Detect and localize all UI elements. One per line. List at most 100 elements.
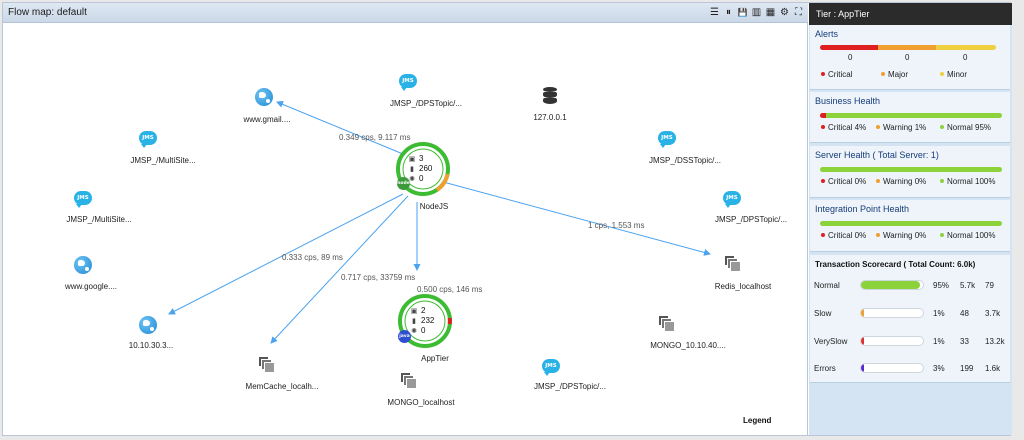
- globe-icon[interactable]: [255, 88, 273, 106]
- jms-icon[interactable]: JMS: [139, 131, 157, 148]
- list-view-icon[interactable]: ☰: [710, 7, 719, 18]
- edge-label-apptier: 0.500 cps, 146 ms: [417, 285, 483, 294]
- business-critical-legend: Critical 4%: [821, 123, 866, 132]
- server-health-title: Server Health ( Total Server: 1): [815, 150, 939, 160]
- integration-health-bar: [820, 221, 1002, 226]
- server-normal-legend: Normal 100%: [940, 177, 995, 186]
- node-label-db: 127.0.0.1: [533, 113, 567, 122]
- globe-icon[interactable]: [139, 316, 157, 334]
- server-stack-icon[interactable]: [658, 315, 676, 333]
- scorecard-fill: [861, 364, 864, 372]
- server-stack-icon[interactable]: [724, 255, 742, 273]
- jms-icon[interactable]: JMS: [658, 131, 676, 148]
- business-health-title: Business Health: [815, 96, 881, 106]
- server-health-section: Server Health ( Total Server: 1) Critica…: [810, 146, 1010, 198]
- scorecard-title: Transaction Scorecard ( Total Count: 6.0…: [815, 260, 976, 269]
- server-critical-legend: Critical 0%: [821, 177, 866, 186]
- scorecard-fill: [861, 309, 864, 317]
- tier-alerts: 3: [419, 154, 424, 163]
- scorecard-fill: [861, 337, 864, 345]
- integration-health-title: Integration Point Health: [815, 204, 910, 214]
- alert-icon: ▣: [408, 155, 416, 163]
- scorecard-row-normal[interactable]: Normal 95% 5.7k 79: [814, 280, 994, 290]
- fullscreen-icon[interactable]: ⛶: [795, 7, 802, 18]
- node-label-mongo-local: MONGO_localhost: [387, 398, 455, 407]
- alerts-critical-count: 0: [848, 53, 853, 62]
- flow-map-canvas[interactable]: 0.349 cps, 9.117 ms 1 cps, 1.553 ms 0.33…: [3, 24, 808, 435]
- integration-normal-legend: Normal 100%: [940, 231, 995, 240]
- transaction-scorecard-section: Transaction Scorecard ( Total Count: 6.0…: [810, 255, 1010, 383]
- node-label-memcache: MemCache_localh...: [245, 382, 319, 391]
- jms-icon[interactable]: JMS: [723, 191, 741, 208]
- jms-icon[interactable]: JMS: [74, 191, 92, 208]
- tier-node-apptier[interactable]: ▣2 ▮232 ✺0 java: [396, 292, 454, 350]
- edge-label-memcache: 0.717 cps, 33759 ms: [341, 273, 416, 282]
- node-label-mongo-10: MONGO_10.10.40....: [650, 341, 726, 350]
- alerts-title: Alerts: [815, 29, 839, 39]
- bar-view-icon[interactable]: ▥: [751, 7, 762, 18]
- settings-icon[interactable]: ⚙: [780, 7, 789, 18]
- integration-health-section: Integration Point Health Critical 0% War…: [810, 200, 1010, 252]
- scorecard-row-errors[interactable]: Errors 3% 199 1.6k: [814, 363, 1001, 373]
- server-stack-icon[interactable]: [400, 372, 418, 390]
- alerts-critical-legend: Critical: [821, 70, 852, 79]
- node-label-jms-dps-top: JMSP_/DPSTopic/...: [389, 99, 463, 108]
- app-window: Flow map: default ☰ ⏸ 💾 ▥ ▦ ⚙ ⛶: [2, 2, 1012, 436]
- edge-nodejs-ip[interactable]: [168, 193, 404, 315]
- edge-label-ip: 0.333 cps, 89 ms: [282, 253, 343, 262]
- server-health-bar: [820, 167, 1002, 172]
- integration-critical-legend: Critical 0%: [821, 231, 866, 240]
- scorecard-row-slow[interactable]: Slow 1% 48 3.7k: [814, 308, 1001, 318]
- tier-metrics: ▣3 ▮ 260 ✺ 0: [408, 154, 433, 184]
- tier-health-ring: [398, 294, 452, 348]
- jms-icon[interactable]: JMS: [542, 359, 560, 376]
- pause-icon[interactable]: ⏸: [726, 7, 731, 18]
- business-normal-legend: Normal 95%: [940, 123, 991, 132]
- database-icon[interactable]: [543, 87, 557, 107]
- tier-errors: 0: [419, 174, 424, 183]
- alerts-section: Alerts 0 0 0 Critical Major Minor: [810, 25, 1010, 90]
- bar-chart-icon: ▮: [410, 165, 414, 173]
- business-critical-bar: [820, 113, 826, 118]
- tier-calls: 260: [419, 164, 433, 173]
- edge-nodejs-memcache[interactable]: [270, 195, 409, 344]
- error-icon: ✺: [409, 175, 415, 183]
- scorecard-fill: [861, 281, 920, 289]
- edge-nodejs-gmail[interactable]: [276, 101, 404, 155]
- tier-details-panel: Tier : AppTier Alerts 0 0 0 Critical Maj…: [809, 3, 1012, 435]
- node-label-redis: Redis_localhost: [714, 282, 772, 291]
- error-icon: ✺: [411, 327, 417, 335]
- tier-alerts: 2: [421, 306, 426, 315]
- alerts-minor-bar: [936, 45, 996, 50]
- globe-icon[interactable]: [74, 256, 92, 274]
- node-label-gmail: www.gmail....: [243, 115, 291, 124]
- grid-icon[interactable]: ▦: [765, 7, 776, 18]
- flow-map-header: Flow map: default ☰ ⏸ 💾 ▥ ▦ ⚙ ⛶: [3, 3, 808, 23]
- legend-button[interactable]: Legend: [743, 416, 772, 425]
- node-label-jms-dps-bottom: JMSP_/DPSTopic/...: [533, 382, 607, 391]
- tier-label-nodejs: NodeJS: [419, 202, 449, 211]
- tier-health-ring: [396, 142, 450, 196]
- edge-label-redis: 1 cps, 1.553 ms: [588, 221, 645, 230]
- alerts-minor-count: 0: [963, 53, 968, 62]
- server-warning-legend: Warning 0%: [876, 177, 926, 186]
- alerts-minor-legend: Minor: [940, 70, 967, 79]
- integration-warning-legend: Warning 0%: [876, 231, 926, 240]
- nodejs-icon: node: [397, 177, 410, 190]
- node-label-jms-multisite-2: JMSP_/MultiSite...: [66, 215, 132, 224]
- tier-calls: 232: [421, 316, 435, 325]
- edge-nodejs-redis[interactable]: [420, 175, 711, 256]
- server-stack-icon[interactable]: [258, 356, 276, 374]
- alerts-major-legend: Major: [881, 70, 908, 79]
- jms-icon[interactable]: JMS: [399, 74, 417, 91]
- alerts-major-bar: [878, 45, 936, 50]
- save-icon[interactable]: 💾: [737, 8, 748, 17]
- tier-node-nodejs[interactable]: ▣3 ▮ 260 ✺ 0 node: [394, 140, 452, 198]
- edges-layer: [168, 101, 711, 344]
- edge-label-gmail: 0.349 cps, 9.117 ms: [339, 133, 411, 142]
- node-label-google: www.google....: [64, 282, 118, 291]
- tier-metrics: ▣2 ▮232 ✺0: [410, 306, 435, 336]
- scorecard-row-veryslow[interactable]: VerySlow 1% 33 13.2k: [814, 336, 1005, 346]
- business-warning-legend: Warning 1%: [876, 123, 926, 132]
- bar-chart-icon: ▮: [412, 317, 416, 325]
